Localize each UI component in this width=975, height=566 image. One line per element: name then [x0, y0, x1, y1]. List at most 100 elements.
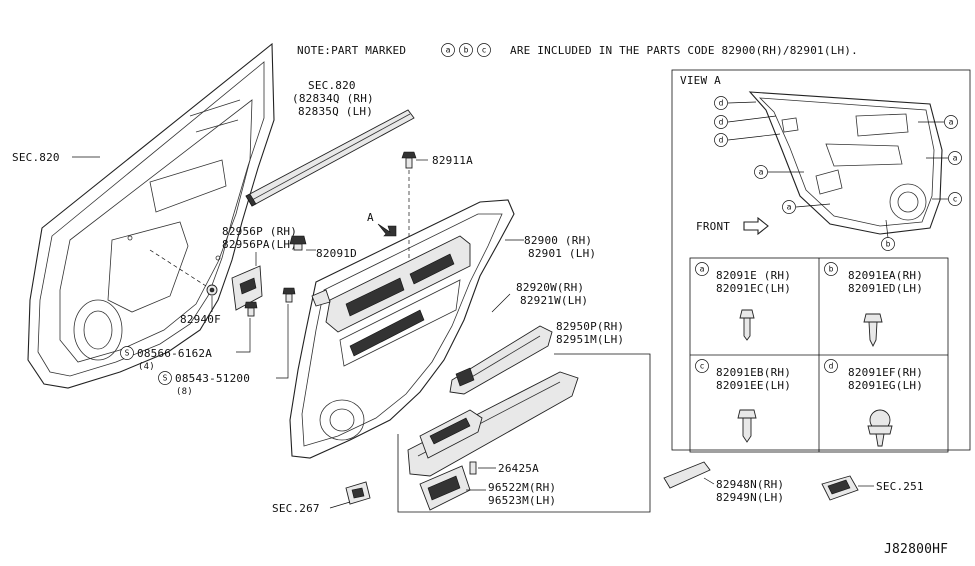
part-82949n-label: 82949N(LH) — [716, 491, 784, 504]
clip-b-mark-circle — [824, 262, 838, 276]
armrest-82920w-drawing — [449, 325, 553, 395]
clip-grid: a 82091E (RH) 82091EC(LH) b 82091EA(RH) … — [689, 257, 949, 453]
part-08543-label: 08543-51200 — [175, 372, 250, 385]
clip-a-rh: 82091E (RH) — [716, 269, 791, 282]
note-mark-c: c — [482, 46, 487, 55]
sec251-drawing — [821, 475, 859, 501]
view-a-front-label: FRONT — [696, 220, 730, 233]
clip-d-mark-circle — [824, 359, 838, 373]
screw-08566-drawing — [244, 301, 258, 317]
note-suffix: ARE INCLUDED IN THE PARTS CODE 82900(RH)… — [510, 44, 858, 57]
view-a-callout-b-circle — [881, 237, 895, 251]
finisher-group-bracket — [397, 353, 651, 513]
part-08543-leader — [276, 304, 289, 379]
clip-b-icon — [863, 313, 883, 348]
note-line: NOTE:PART MARKED a b c ARE INCLUDED IN T… — [297, 43, 858, 57]
armrest-finisher-82950p-drawing — [407, 371, 579, 477]
view-a-callout-b: b — [886, 240, 891, 249]
door-inner-panel-drawing — [27, 42, 275, 389]
part-82091d-label: 82091D — [316, 247, 357, 260]
screw-08543-drawing — [282, 287, 296, 303]
part-82948n-drawing — [663, 461, 711, 489]
clip-a-icon — [739, 309, 755, 341]
view-a-callout-a4: a — [953, 154, 958, 163]
part-82948n-label: 82948N(RH) — [716, 478, 784, 491]
screw-mark-08566: S — [125, 349, 130, 358]
sec267-drawing — [345, 481, 371, 505]
grommet-82940f-drawing — [206, 284, 218, 296]
view-a-callout-a3: a — [949, 118, 954, 127]
view-a-callout-c-circle — [948, 192, 962, 206]
handle-bracket-82956p-drawing — [231, 265, 263, 311]
view-a-callout-a2-circle — [782, 200, 796, 214]
part-82956p-label: 82956P (RH) — [222, 225, 297, 238]
part-96523m-label: 96523M(LH) — [488, 494, 556, 507]
screw-mark-08543-circle — [158, 371, 172, 385]
note-mark-b-circle — [459, 43, 473, 57]
part-82956pa-label: 82956PA(LH) — [222, 238, 297, 251]
clip-d-rh: 82091EF(RH) — [848, 366, 923, 379]
part-82921w-label: 82921W(LH) — [520, 294, 588, 307]
clip-a-mark: a — [700, 265, 705, 274]
view-a-callout-a3-circle — [944, 115, 958, 129]
part-08543-qty: (8) — [176, 387, 193, 397]
screw-mark-08566-circle — [120, 346, 134, 360]
view-a-callout-d1: d — [719, 99, 724, 108]
part-82950p-label: 82950P(RH) — [556, 320, 624, 333]
part-82900-label: 82900 (RH) — [524, 234, 592, 247]
part-82901-label: 82901 (LH) — [528, 247, 596, 260]
part-82920w-label: 82920W(RH) — [516, 281, 584, 294]
part-82911a-label: 82911A — [432, 154, 473, 167]
door-trim-82900-drawing — [289, 199, 515, 459]
grommet-dashed-line — [149, 249, 207, 287]
clip-c-rh: 82091EB(RH) — [716, 366, 791, 379]
screw-mark-08543: S — [163, 374, 168, 383]
part-08566-qty: (4) — [138, 362, 155, 372]
part-82834q-label: (82834Q (RH) — [292, 92, 374, 105]
clip-c-mark-circle — [695, 359, 709, 373]
clip-b-lh: 82091ED(LH) — [848, 282, 923, 295]
clip-d-mark: d — [829, 362, 834, 371]
view-a-callout-c: c — [953, 195, 958, 204]
sec267-leader — [329, 501, 351, 509]
part-96522m-label: 96522M(RH) — [488, 481, 556, 494]
view-a-callout-a4-circle — [948, 151, 962, 165]
note-prefix: NOTE:PART MARKED — [297, 44, 406, 57]
clip-a-mark-circle — [695, 262, 709, 276]
view-a-title: VIEW A — [680, 74, 721, 87]
view-a-frame — [671, 69, 971, 451]
sec251-label: SEC.251 — [876, 480, 924, 493]
clip-c-icon — [737, 409, 757, 443]
front-arrow-icon — [743, 216, 769, 236]
view-a-callout-a1: a — [759, 168, 764, 177]
part-82948n-leader — [703, 477, 715, 485]
view-a-callout-a1-circle — [754, 165, 768, 179]
view-a-trim-outline — [748, 91, 943, 235]
note-mark-b: b — [464, 46, 469, 55]
view-a-arrow-label: A — [367, 211, 374, 224]
clip-b-mark: b — [829, 265, 834, 274]
note-mark-a-circle — [441, 43, 455, 57]
view-a-callout-d1-circle — [714, 96, 728, 110]
part-08566-label: 08566-6162A — [137, 347, 212, 360]
part-08566-leader — [236, 318, 251, 353]
clip-c-mark: c — [700, 362, 705, 371]
diagram-code: J82800HF — [884, 542, 948, 557]
clip-c-lh: 82091EE(LH) — [716, 379, 791, 392]
lamp-26425a-drawing — [469, 461, 477, 475]
view-a-callout-d3: d — [719, 136, 724, 145]
view-a-arrow: A — [367, 211, 397, 237]
view-a-callout-d2: d — [719, 118, 724, 127]
clip-d-lh: 82091EG(LH) — [848, 379, 923, 392]
sec820-left-label: SEC.820 — [12, 151, 60, 164]
clip-d-icon — [867, 409, 893, 447]
part-82940f-label: 82940F — [180, 313, 221, 326]
view-a-callout-d2-circle — [714, 115, 728, 129]
sec820-top-label: SEC.820 — [308, 79, 356, 92]
clip-82091d-drawing — [289, 235, 307, 251]
part-82920w-leader — [491, 293, 511, 313]
clip-a-lh: 82091EC(LH) — [716, 282, 791, 295]
weatherstrip-drawing — [245, 109, 415, 207]
part-82835q-label: 82835Q (LH) — [298, 105, 373, 118]
